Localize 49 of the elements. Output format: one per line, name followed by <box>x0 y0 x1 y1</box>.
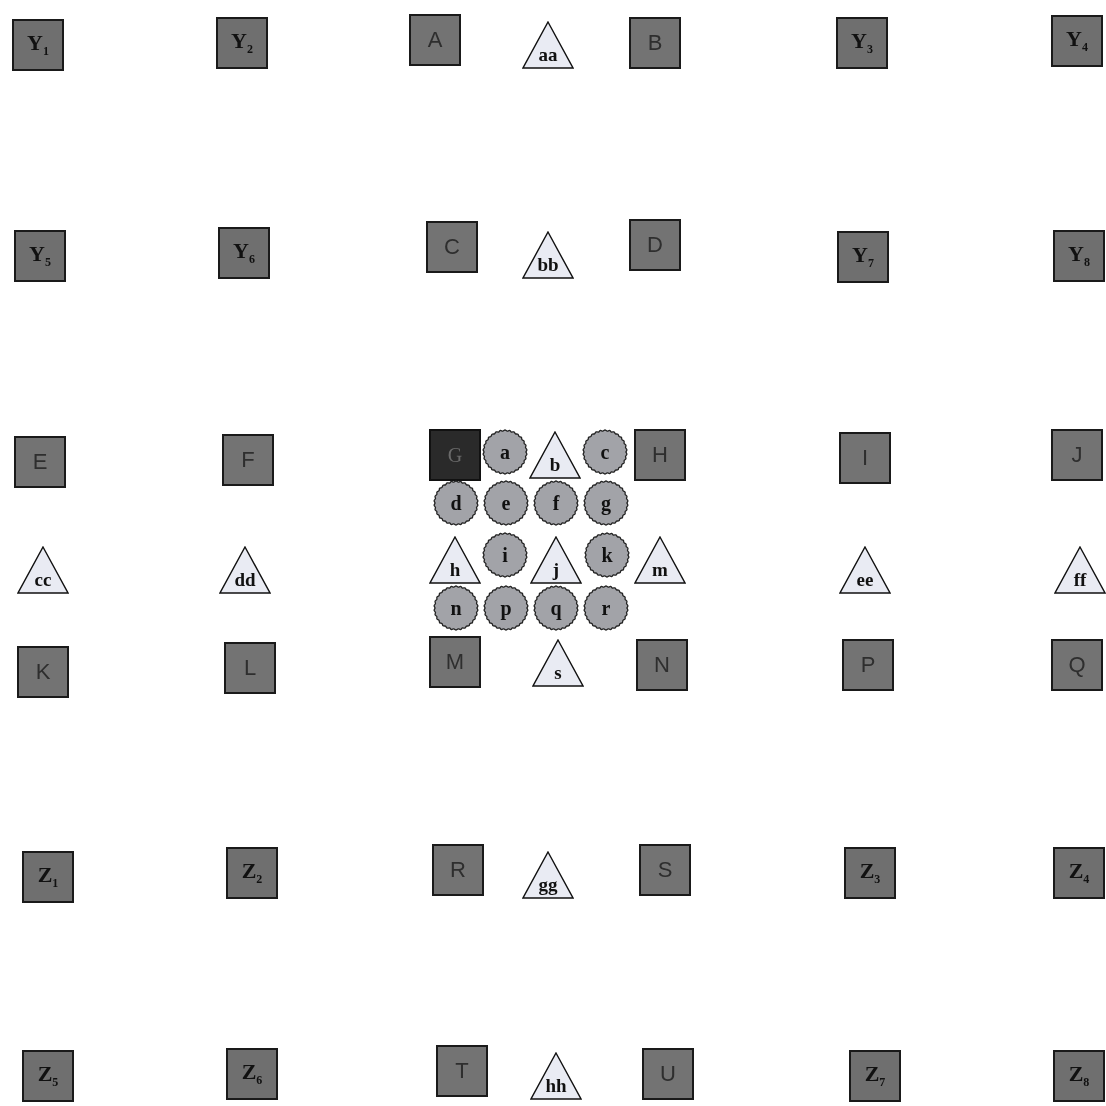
square-node: Y$_{5}$ <box>14 230 66 282</box>
square-node: Z$_{6}$ <box>226 1048 278 1100</box>
square-node: F <box>222 434 274 486</box>
square-node: Z$_{8}$ <box>1053 1050 1105 1102</box>
square-node: U <box>642 1048 694 1100</box>
triangle-node: ff <box>1054 546 1106 594</box>
triangle-node: h <box>429 536 481 584</box>
square-node: Q <box>1051 639 1103 691</box>
triangle-node: j <box>530 536 582 584</box>
triangle-node: b <box>529 431 581 479</box>
triangle-node: cc <box>17 546 69 594</box>
square-node: Z$_{5}$ <box>22 1050 74 1102</box>
square-node: A <box>409 14 461 66</box>
square-node: Z$_{4}$ <box>1053 847 1105 899</box>
square-node: Z$_{7}$ <box>849 1050 901 1102</box>
square-node: Z$_{1}$ <box>22 851 74 903</box>
square-node: B <box>629 17 681 69</box>
triangle-node: bb <box>522 231 574 279</box>
square-node: Y$_{2}$ <box>216 17 268 69</box>
triangle-node: s <box>532 639 584 687</box>
square-node: Y$_{3}$ <box>836 17 888 69</box>
square-node: Y$_{4}$ <box>1051 15 1103 67</box>
triangle-node: aa <box>522 21 574 69</box>
square-node: R <box>432 844 484 896</box>
triangle-node: ee <box>839 546 891 594</box>
square-node: Y$_{6}$ <box>218 227 270 279</box>
square-node: Z$_{3}$ <box>844 847 896 899</box>
square-node: D <box>629 219 681 271</box>
square-node: J <box>1051 429 1103 481</box>
square-node: L <box>224 642 276 694</box>
square-node: E <box>14 436 66 488</box>
square-node: C <box>426 221 478 273</box>
triangle-node: hh <box>530 1052 582 1100</box>
square-node: H <box>634 429 686 481</box>
triangle-node: m <box>634 536 686 584</box>
square-node: I <box>839 432 891 484</box>
square-node: N <box>636 639 688 691</box>
square-node: Z$_{2}$ <box>226 847 278 899</box>
square-node: Y$_{7}$ <box>837 231 889 283</box>
square-node: Y$_{1}$ <box>12 19 64 71</box>
triangle-node: dd <box>219 546 271 594</box>
square-node: P <box>842 639 894 691</box>
triangle-node: gg <box>522 851 574 899</box>
square-node: K <box>17 646 69 698</box>
square-node: G <box>429 429 481 481</box>
square-node: M <box>429 636 481 688</box>
square-node: T <box>436 1045 488 1097</box>
square-node: Y$_{8}$ <box>1053 230 1105 282</box>
square-node: S <box>639 844 691 896</box>
